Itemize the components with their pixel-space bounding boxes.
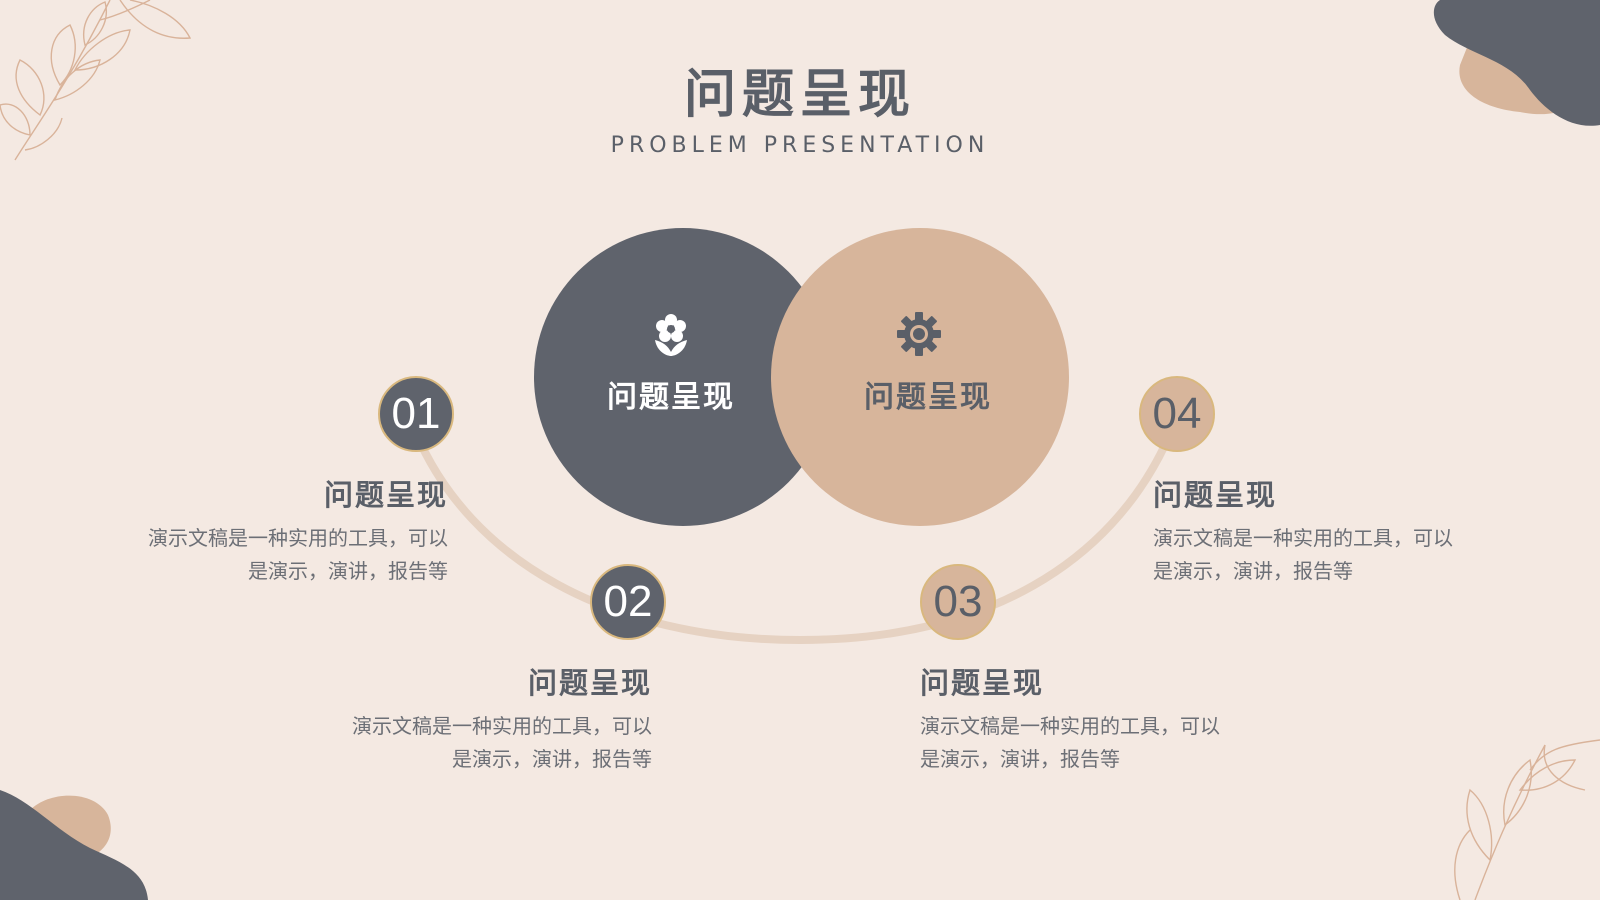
slide-title: 问题呈现: [683, 65, 916, 125]
step-number-01: 01: [378, 376, 454, 452]
step-03-description-line2: 是演示，演讲，报告等: [920, 747, 1120, 771]
bottom-left-dark-blob: [0, 790, 148, 900]
step-03-description-line1: 演示文稿是一种实用的工具，可以: [920, 714, 1220, 738]
step-02-description: 演示文稿是一种实用的工具，可以 是演示，演讲，报告等: [292, 710, 652, 776]
slide-subtitle: PROBLEM PRESENTATION: [610, 133, 990, 158]
bottom-right-leaf-art: [1454, 739, 1600, 900]
step-number-03: 03: [920, 564, 996, 640]
tan-circle: [771, 228, 1069, 526]
step-01-description-line1: 演示文稿是一种实用的工具，可以: [148, 526, 448, 550]
top-left-leaf-art: [0, 0, 192, 161]
step-02-description-line2: 是演示，演讲，报告等: [452, 747, 652, 771]
step-01-title: 问题呈现: [323, 478, 448, 512]
step-02-title: 问题呈现: [527, 666, 652, 700]
step-03-description: 演示文稿是一种实用的工具，可以 是演示，演讲，报告等: [920, 710, 1280, 776]
step-01-description-line2: 是演示，演讲，报告等: [248, 559, 448, 583]
step-number-04: 04: [1139, 376, 1215, 452]
step-02-description-line1: 演示文稿是一种实用的工具，可以: [352, 714, 652, 738]
step-01-description: 演示文稿是一种实用的工具，可以 是演示，演讲，报告等: [88, 522, 448, 588]
dark-circle-label: 问题呈现: [607, 380, 735, 415]
tan-circle-label: 问题呈现: [864, 380, 992, 415]
step-04-description-line2: 是演示，演讲，报告等: [1153, 559, 1353, 583]
step-04-title: 问题呈现: [1153, 478, 1278, 512]
flower-icon: [647, 310, 695, 358]
gear-icon: [895, 310, 943, 358]
step-04-description: 演示文稿是一种实用的工具，可以 是演示，演讲，报告等: [1153, 522, 1513, 588]
step-03-title: 问题呈现: [920, 666, 1045, 700]
step-number-02: 02: [590, 564, 666, 640]
top-right-dark-blob: [1433, 0, 1600, 126]
step-04-description-line1: 演示文稿是一种实用的工具，可以: [1153, 526, 1453, 550]
connecting-arc: [412, 431, 1169, 645]
dark-circle: [534, 228, 832, 526]
